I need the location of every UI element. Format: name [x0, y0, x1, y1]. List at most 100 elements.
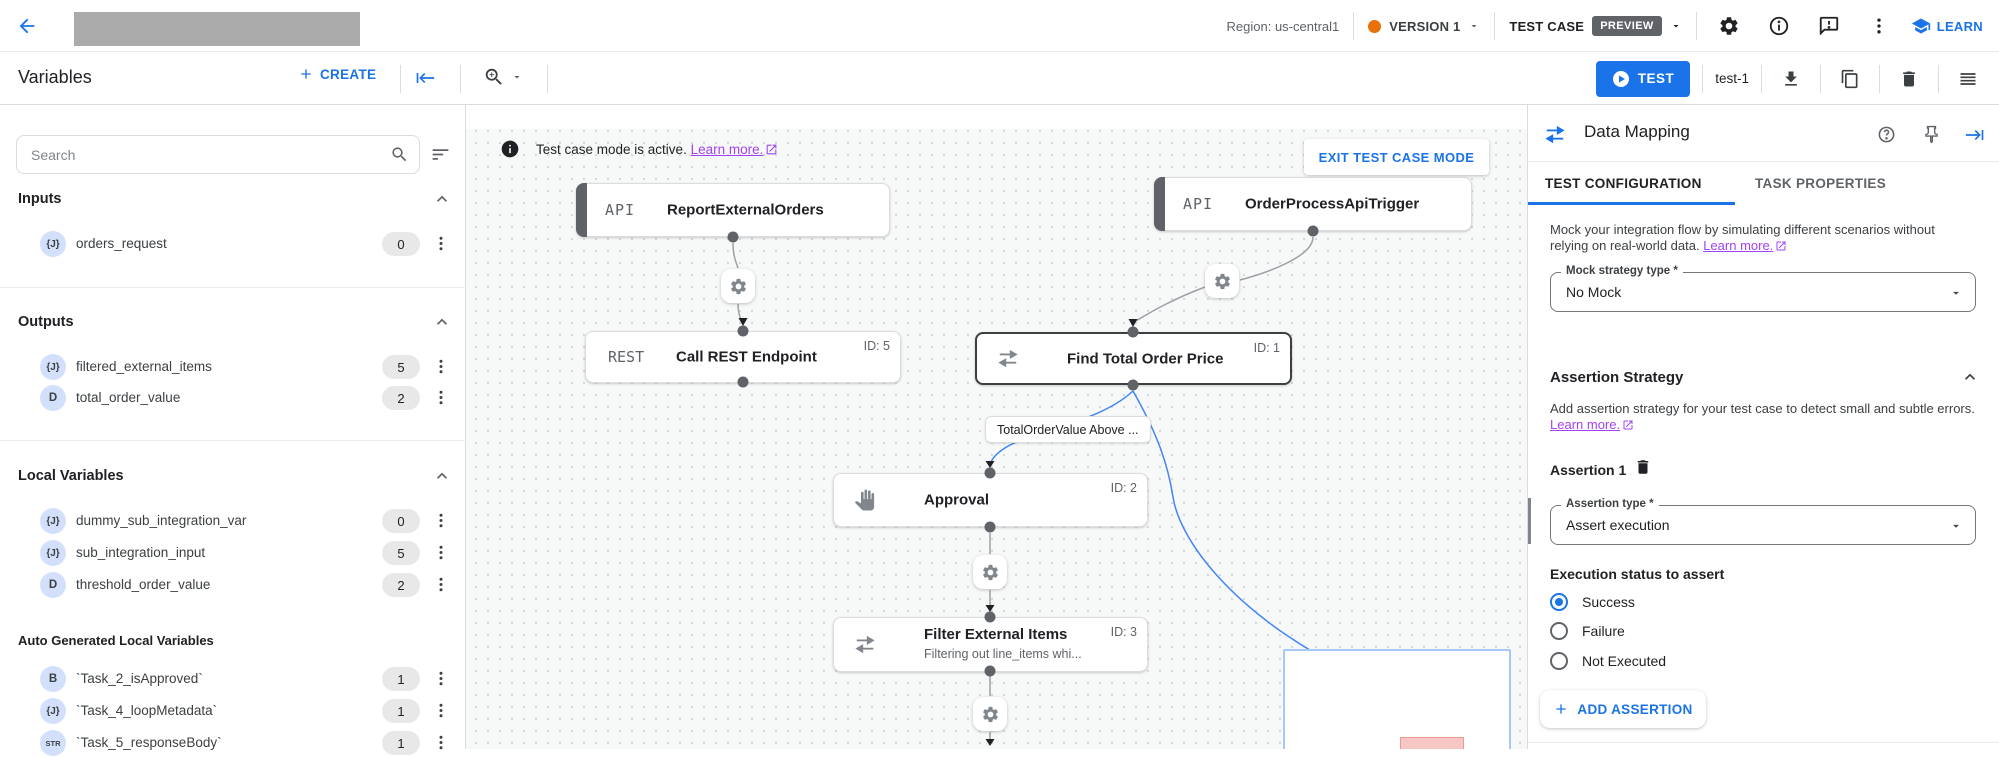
node-report-external-orders[interactable]: API ReportExternalOrders — [576, 183, 890, 237]
radio-unselected-icon[interactable] — [1550, 622, 1568, 640]
variable-row[interactable]: STR `Task_5_responseBody` 1 — [0, 728, 466, 758]
create-variable-button[interactable]: CREATE — [298, 66, 376, 82]
top-bar: Region: us-central1 VERSION 1 TEST CASE … — [0, 0, 1999, 52]
feedback-icon[interactable] — [1811, 8, 1847, 44]
download-icon[interactable] — [1774, 62, 1808, 96]
radio-unselected-icon[interactable] — [1550, 652, 1568, 670]
row-menu-icon[interactable] — [432, 232, 450, 255]
edge-settings-gear-icon[interactable] — [973, 697, 1007, 731]
radio-option-failure[interactable]: Failure — [1550, 622, 1625, 640]
more-options-icon[interactable] — [1861, 8, 1897, 44]
count-badge: 1 — [382, 667, 420, 691]
variable-row[interactable]: {J} `Task_4_loopMetadata` 1 — [0, 696, 466, 726]
collapse-panel-icon[interactable] — [1965, 125, 1985, 145]
divider — [0, 440, 466, 441]
section-header-local-variables[interactable]: Local Variables — [18, 468, 124, 484]
copy-icon[interactable] — [1833, 62, 1867, 96]
sort-icon[interactable] — [430, 144, 451, 165]
edge-settings-gear-icon[interactable] — [721, 269, 755, 303]
row-menu-icon[interactable] — [432, 573, 450, 596]
assertion-type-select[interactable]: Assertion type * Assert execution — [1550, 498, 1976, 545]
row-menu-icon[interactable] — [432, 355, 450, 378]
section-header-outputs[interactable]: Outputs — [18, 314, 74, 330]
node-title: Filter External Items — [924, 626, 1068, 643]
row-menu-icon[interactable] — [432, 667, 450, 690]
test-button-label: TEST — [1637, 71, 1675, 86]
version-selector[interactable]: VERSION 1 — [1368, 19, 1480, 34]
edge-settings-gear-icon[interactable] — [1205, 264, 1239, 298]
delete-icon[interactable] — [1892, 62, 1926, 96]
settings-gear-icon[interactable] — [1711, 8, 1747, 44]
variable-row[interactable]: {J} dummy_sub_integration_var 0 — [0, 506, 466, 536]
search-icon — [392, 147, 407, 162]
field-value: Assert execution — [1566, 517, 1670, 533]
variable-row[interactable]: D total_order_value 2 — [0, 383, 466, 413]
node-find-total-order-price[interactable]: Find Total Order Price ID: 1 — [975, 332, 1292, 385]
row-menu-icon[interactable] — [432, 386, 450, 409]
variable-row[interactable]: {J} orders_request 0 — [0, 229, 466, 259]
variable-row[interactable]: D threshold_order_value 2 — [0, 570, 466, 600]
search-input[interactable] — [31, 146, 390, 163]
node-id: ID: 2 — [1110, 481, 1137, 495]
radio-selected-icon[interactable] — [1550, 593, 1568, 611]
variable-row[interactable]: B `Task_2_isApproved` 1 — [0, 664, 466, 694]
external-link-icon — [1623, 420, 1633, 430]
node-title: Call REST Endpoint — [676, 348, 817, 366]
zoom-in-icon — [485, 68, 502, 85]
tab-task-properties[interactable]: TASK PROPERTIES — [1755, 176, 1887, 191]
chevron-up-icon[interactable] — [432, 189, 452, 209]
edge-settings-gear-icon[interactable] — [973, 555, 1007, 589]
node-call-rest-endpoint[interactable]: REST Call REST Endpoint ID: 5 — [585, 331, 901, 383]
chevron-up-icon[interactable] — [432, 466, 452, 486]
node-filter-external-items[interactable]: Filter External Items Filtering out line… — [833, 617, 1148, 672]
delete-assertion-icon[interactable] — [1634, 458, 1652, 476]
test-button[interactable]: TEST — [1595, 60, 1691, 97]
back-arrow-button[interactable] — [16, 15, 38, 37]
chevron-up-icon[interactable] — [1960, 367, 1980, 387]
learn-more-link[interactable]: Learn more. — [690, 141, 764, 157]
collapse-sidebar-icon[interactable] — [415, 68, 435, 88]
pin-icon[interactable] — [1922, 125, 1941, 144]
node-order-process-api-trigger[interactable]: API OrderProcessApiTrigger — [1154, 177, 1472, 231]
learn-label: LEARN — [1936, 18, 1983, 34]
learn-button[interactable]: LEARN — [1911, 16, 1983, 36]
mock-strategy-select[interactable]: Mock strategy type * No Mock — [1550, 265, 1976, 312]
section-header-inputs[interactable]: Inputs — [18, 191, 62, 207]
test-case-selector[interactable]: TEST CASE PREVIEW — [1509, 16, 1681, 36]
node-approval[interactable]: Approval ID: 2 — [833, 473, 1148, 527]
variable-row[interactable]: {J} filtered_external_items 5 — [0, 352, 466, 382]
variable-row[interactable]: {J} sub_integration_input 5 — [0, 538, 466, 568]
radio-option-not-executed[interactable]: Not Executed — [1550, 652, 1666, 670]
row-menu-icon[interactable] — [432, 509, 450, 532]
list-view-icon[interactable] — [1951, 62, 1985, 96]
info-icon[interactable] — [1761, 8, 1797, 44]
variables-toolbar: Variables CREATE TEST test-1 — [0, 52, 1999, 105]
exit-test-case-mode-button[interactable]: EXIT TEST CASE MODE — [1304, 139, 1489, 175]
count-badge: 1 — [382, 699, 420, 723]
add-assertion-button[interactable]: ADD ASSERTION — [1540, 690, 1706, 728]
radio-option-success[interactable]: Success — [1550, 593, 1635, 611]
node-title: Find Total Order Price — [1067, 350, 1224, 367]
chevron-down-icon — [514, 76, 520, 79]
zoom-control[interactable] — [483, 66, 523, 88]
learn-more-link[interactable]: Learn more. — [1550, 417, 1621, 432]
flow-canvas[interactable]: Test case mode is active. Learn more. EX… — [466, 105, 1527, 749]
section-header-auto-generated[interactable]: Auto Generated Local Variables — [18, 633, 214, 648]
field-label: Mock strategy type * — [1561, 265, 1683, 277]
chevron-down-icon — [1471, 25, 1477, 28]
minimap[interactable] — [1283, 649, 1511, 749]
active-tab-underline — [1528, 202, 1735, 205]
learn-more-link[interactable]: Learn more. — [1703, 238, 1774, 253]
boolean-type-icon: B — [48, 673, 58, 685]
scrollbar-thumb[interactable] — [1528, 498, 1531, 544]
row-menu-icon[interactable] — [432, 541, 450, 564]
row-menu-icon[interactable] — [432, 731, 450, 754]
row-menu-icon[interactable] — [432, 699, 450, 722]
tab-test-configuration[interactable]: TEST CONFIGURATION — [1545, 176, 1702, 191]
help-icon[interactable] — [1877, 125, 1896, 144]
chevron-up-icon[interactable] — [432, 312, 452, 332]
edge-condition-label[interactable]: TotalOrderValue Above ... — [985, 416, 1151, 443]
variable-name: `Task_2_isApproved` — [76, 671, 203, 686]
variable-name: total_order_value — [76, 390, 181, 405]
variable-name: sub_integration_input — [76, 545, 206, 560]
